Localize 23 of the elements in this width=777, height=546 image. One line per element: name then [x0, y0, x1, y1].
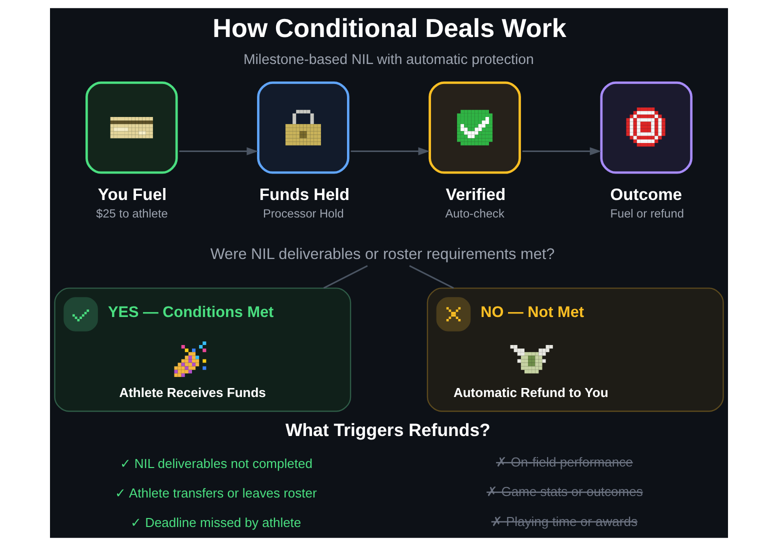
node-label: $25 to athlete [96, 206, 168, 221]
diagram-title: How Conditional Deals Work [212, 13, 566, 44]
node-label: Fuel or refund [610, 206, 684, 221]
label: ✗ Game stats or outcomes [486, 484, 642, 500]
arrow [350, 147, 430, 156]
arrow [522, 147, 601, 156]
node-label: Verified [445, 185, 506, 204]
node-label: Funds Held [258, 185, 350, 204]
node-label: Auto-check [444, 206, 504, 221]
arrow [178, 147, 258, 156]
label: ✗ Playing time or awards [490, 514, 637, 529]
label: ✗ On-field performance [496, 454, 632, 470]
label: What Triggers Refunds? [284, 420, 490, 440]
label: Milestone-based NIL with automatic protection [242, 52, 534, 68]
node-label: Outcome [610, 185, 682, 204]
label: ✓ Deadline missed by athlete [130, 514, 301, 530]
label: ✓ NIL deliverables not completed [119, 456, 312, 471]
connector [408, 265, 454, 289]
node-label: Processor Hold [262, 206, 344, 221]
node-text: Were NIL deliverables or roster requirements met? [210, 246, 554, 264]
node-label: You Fuel [97, 185, 166, 204]
label: ✓ Athlete transfers or leaves roster [114, 485, 316, 500]
connector [322, 265, 368, 289]
